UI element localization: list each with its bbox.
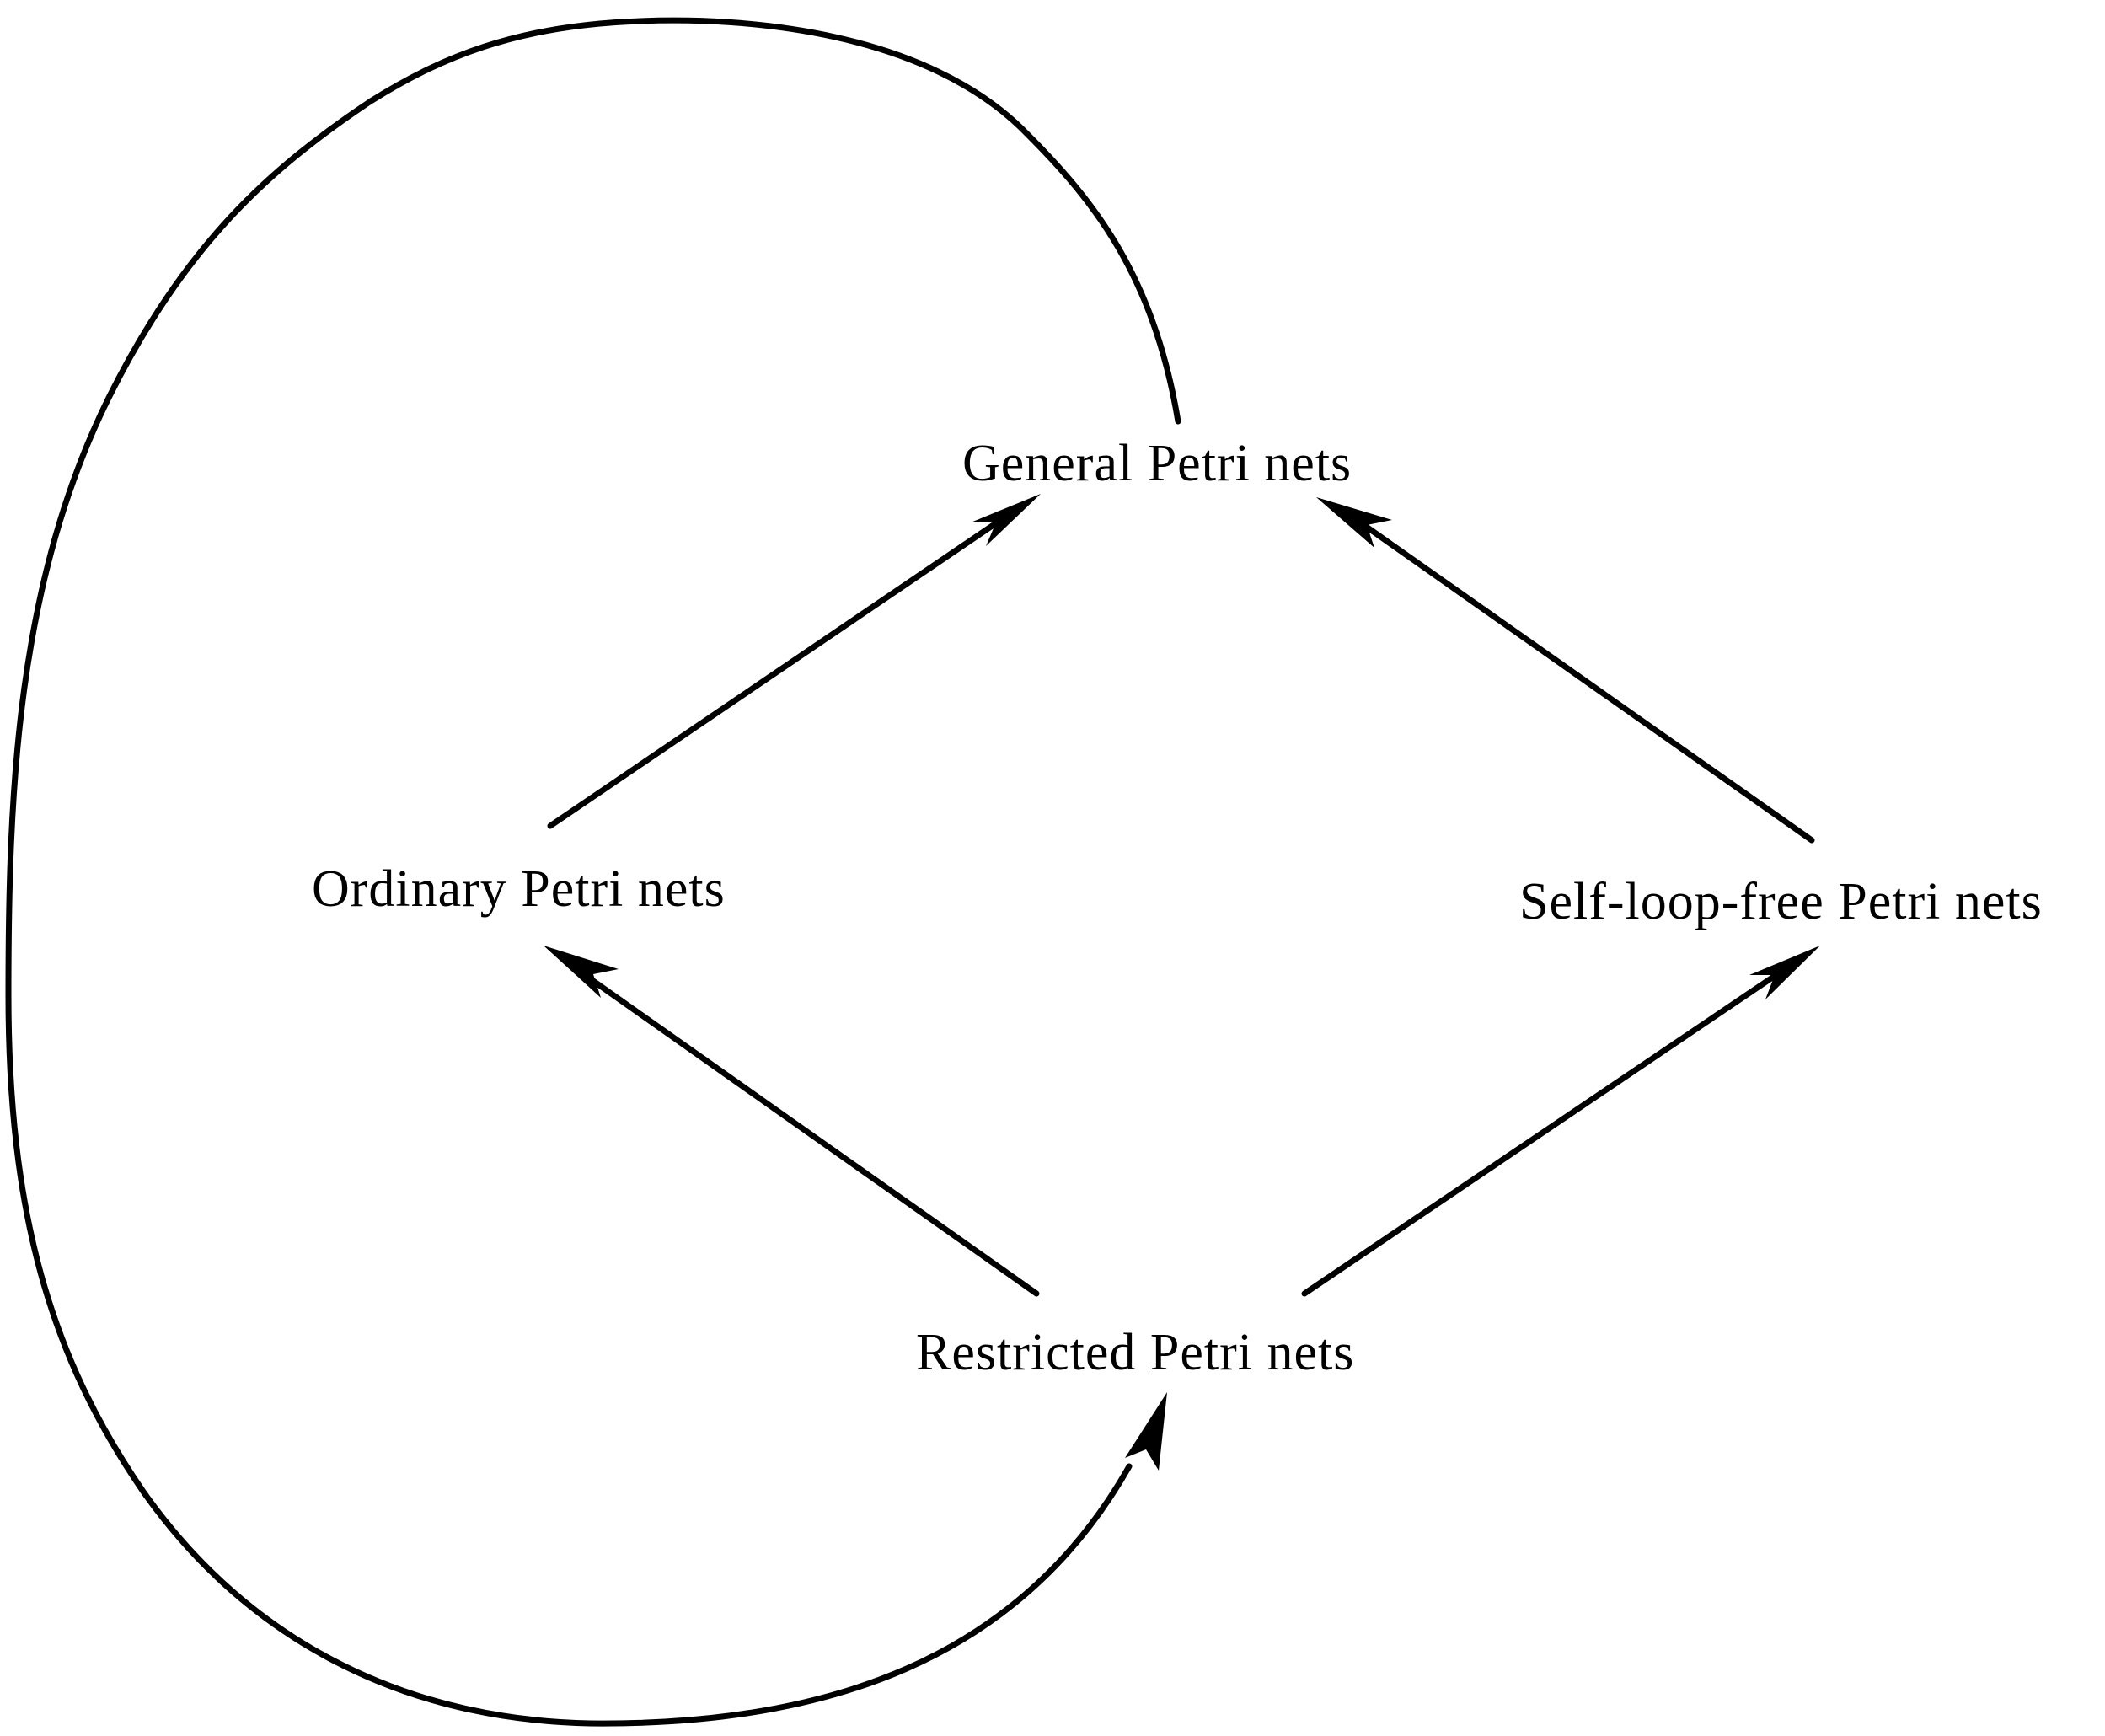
node-restricted-petri-nets: Restricted Petri nets bbox=[916, 1324, 1354, 1381]
edge-general-to-restricted-loop bbox=[5, 17, 1181, 1727]
edge-restricted-to-ordinary bbox=[544, 946, 1040, 1297]
node-general-petri-nets: General Petri nets bbox=[962, 435, 1352, 492]
edge-restricted-to-self-loop-free bbox=[1301, 946, 1820, 1297]
arrowhead bbox=[1316, 497, 1392, 548]
node-self-loop-free-petri-nets: Self-loop-free Petri nets bbox=[1519, 873, 2043, 930]
arrowhead bbox=[1125, 1392, 1167, 1471]
arrowhead bbox=[1749, 946, 1820, 999]
arrowhead bbox=[971, 494, 1041, 546]
arrowhead bbox=[544, 946, 619, 998]
node-ordinary-petri-nets: Ordinary Petri nets bbox=[312, 860, 726, 918]
edge-self-loop-free-to-general bbox=[1316, 497, 1815, 844]
edge-ordinary-to-general bbox=[547, 494, 1041, 829]
